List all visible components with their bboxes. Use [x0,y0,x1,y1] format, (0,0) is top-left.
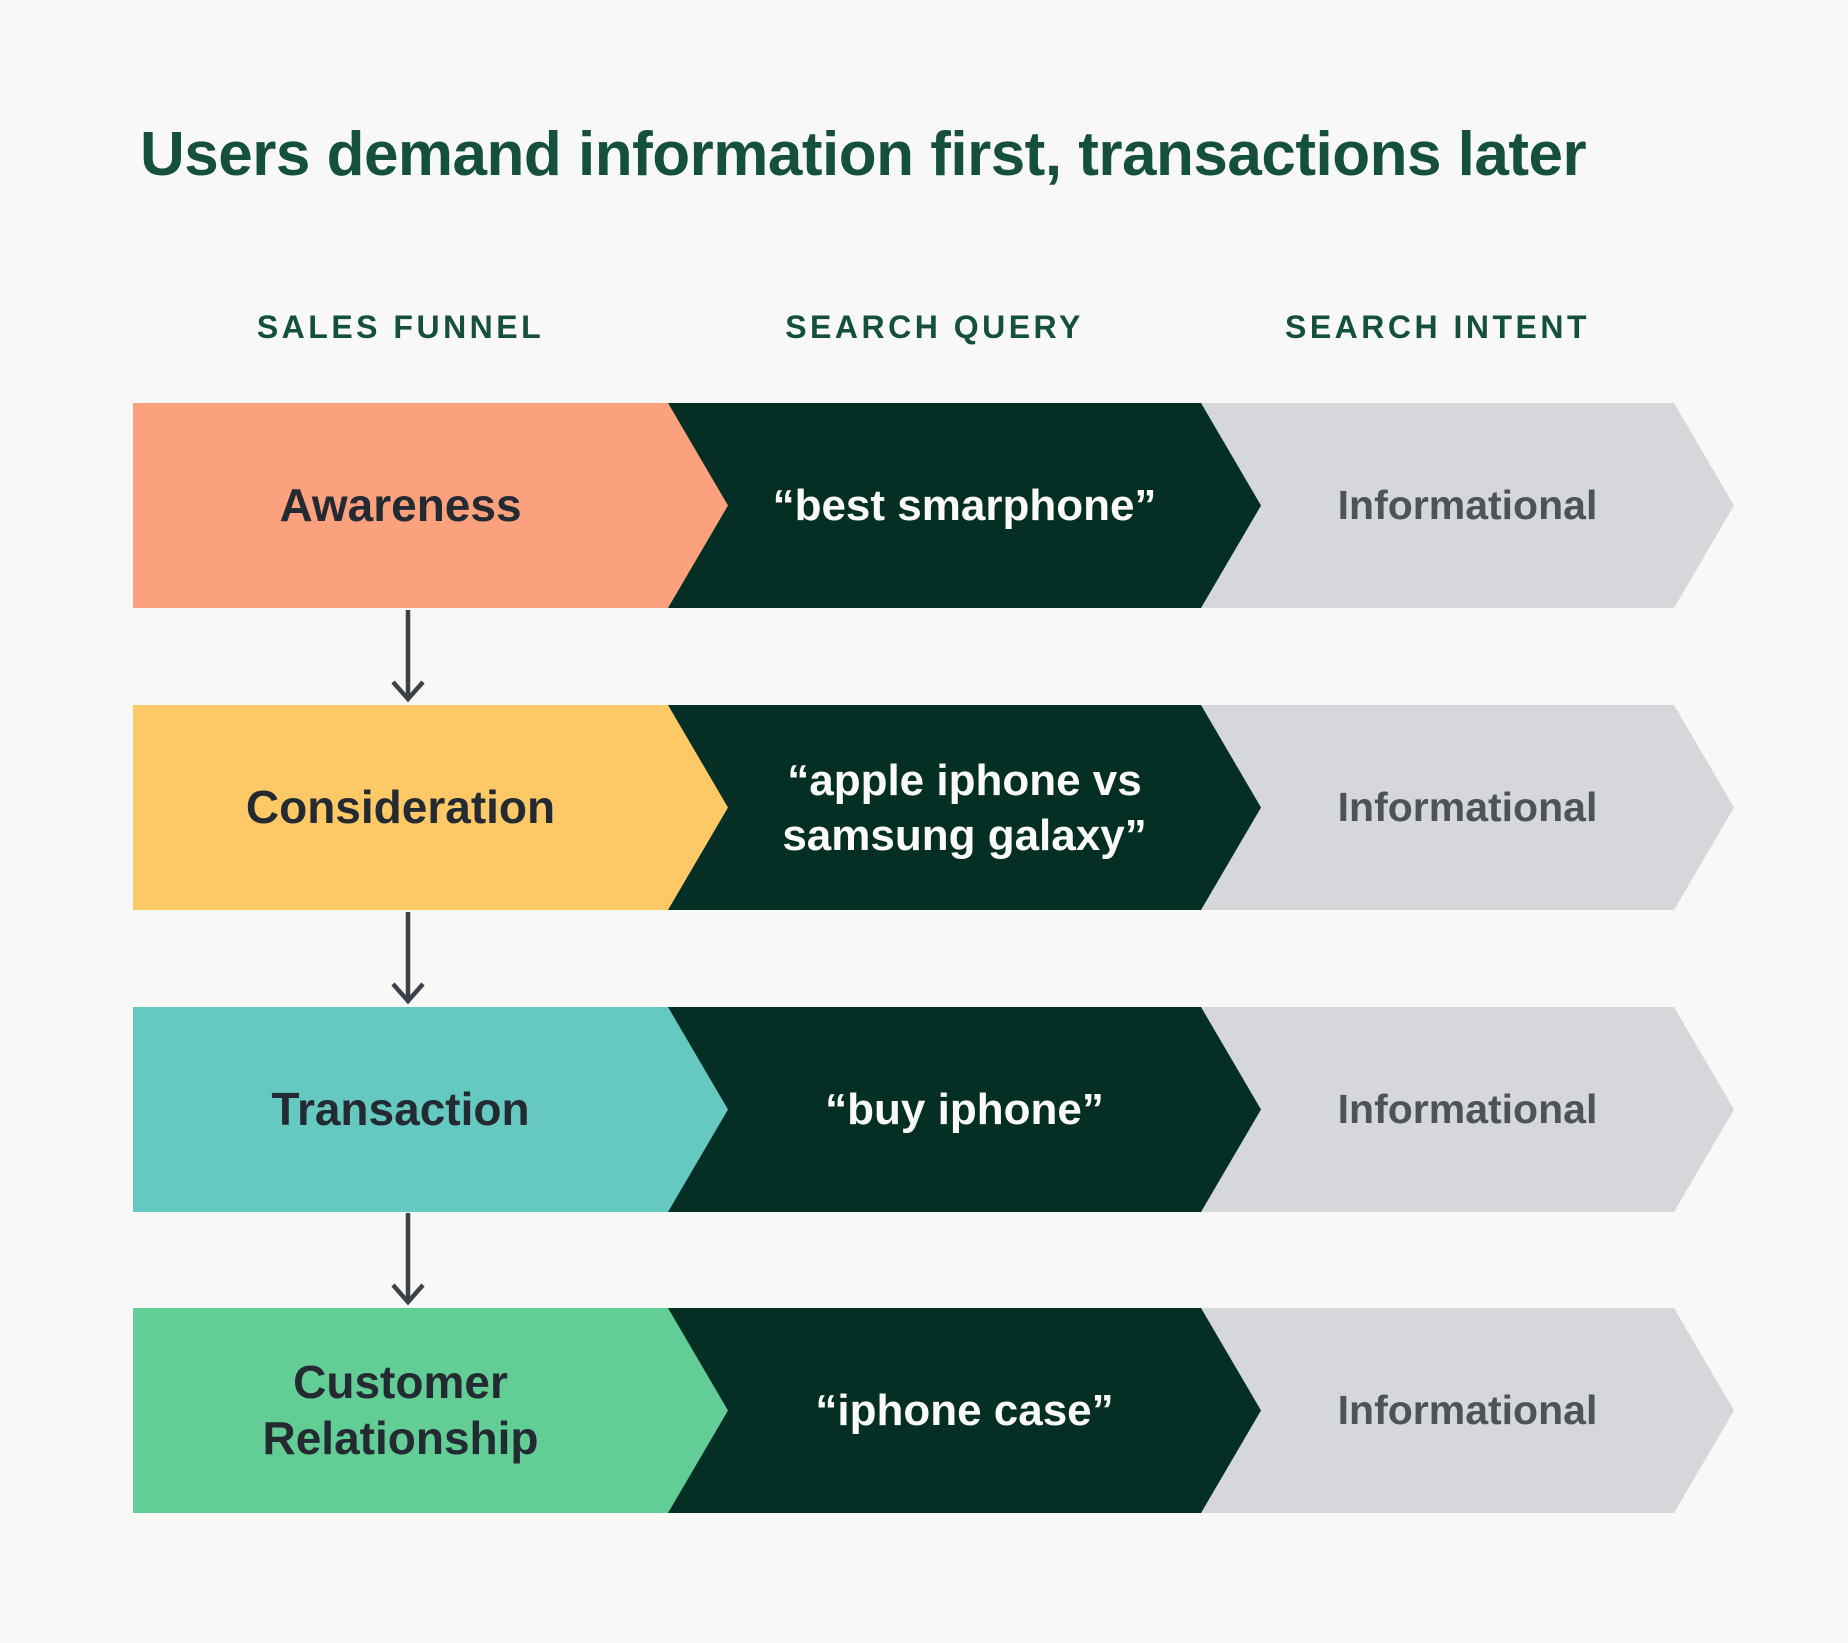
down-arrow-icon [384,1211,432,1308]
down-arrow-icon [384,910,432,1007]
query-label: “best smarphone” [772,481,1157,530]
query-chevron: “apple iphone vs samsung galaxy” [668,705,1261,910]
intent-chevron: Informational [1201,1007,1734,1212]
funnel-row-transaction: Transaction “buy iphone” Informational [0,1007,1848,1212]
query-chevron: “iphone case” [668,1308,1261,1513]
query-label: “buy iphone” [825,1085,1104,1134]
intent-label: Informational [1337,784,1598,830]
funnel-row-consideration: Consideration “apple iphone vs samsung g… [0,705,1848,910]
stage-chevron: Awareness [133,403,728,608]
stage-label: Transaction [271,1082,530,1135]
query-label: “apple iphone vs samsung galaxy” [782,755,1147,860]
page-title: Users demand information first, transact… [140,120,1587,189]
query-label: “iphone case” [815,1386,1114,1435]
stage-label: Consideration [245,780,556,833]
stage-chevron: Consideration [133,705,728,910]
query-chevron: “buy iphone” [668,1007,1261,1212]
stage-chevron: Customer Relationship [133,1308,728,1513]
funnel-row-awareness: Awareness “best smarphone” Informational [0,403,1848,608]
down-arrow-icon [384,608,432,705]
column-header-sales-funnel: SALES FUNNEL [256,309,545,345]
intent-chevron: Informational [1201,403,1734,608]
column-header-search-query: SEARCH QUERY [785,309,1084,345]
stage-label: Awareness [279,478,522,531]
intent-chevron: Informational [1201,1308,1734,1513]
stage-label: Customer Relationship [262,1356,539,1464]
intent-label: Informational [1337,1387,1598,1433]
funnel-row-customer-relationship: Customer Relationship “iphone case” Info… [0,1308,1848,1513]
query-chevron: “best smarphone” [668,403,1261,608]
intent-chevron: Informational [1201,705,1734,910]
column-header-search-intent: SEARCH INTENT [1284,309,1591,345]
intent-label: Informational [1337,1086,1598,1132]
stage-chevron: Transaction [133,1007,728,1212]
intent-label: Informational [1337,482,1598,528]
